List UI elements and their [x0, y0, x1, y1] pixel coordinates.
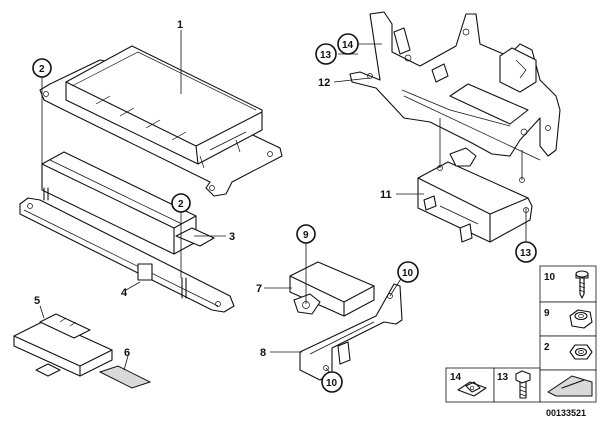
callout-1: 1 [177, 19, 183, 31]
callout-6: 6 [124, 347, 130, 359]
callout-10-circled: 10 [402, 268, 414, 279]
legend-13: 13 [497, 372, 509, 383]
callout-10-circled-b: 10 [326, 378, 338, 389]
callout-11: 11 [380, 189, 392, 201]
callout-13-circled-a: 13 [320, 50, 332, 61]
hex-nut-icon [569, 344, 593, 360]
diagram-id: 00133521 [546, 408, 586, 418]
callout-3: 3 [229, 231, 235, 243]
bolt-icon [515, 370, 531, 399]
legend-14: 14 [450, 372, 462, 383]
sensor-assembly [289, 261, 403, 381]
control-unit-assembly [39, 45, 283, 197]
module-on-rail [19, 151, 235, 313]
callout-2-circled-b: 2 [178, 199, 184, 210]
clip-nut-icon [457, 381, 487, 397]
fastener-legend: 10 9 2 14 13 [445, 265, 597, 403]
callout-5: 5 [34, 295, 40, 307]
callout-14-circled: 14 [342, 40, 354, 51]
legend-2: 2 [544, 342, 550, 353]
wedge-arrow-icon [547, 375, 593, 397]
callout-9-circled: 9 [303, 230, 309, 241]
callout-13-circled-b: 13 [520, 248, 532, 259]
callout-4: 4 [121, 287, 128, 299]
foam-pad [98, 365, 152, 389]
lower-module [417, 147, 533, 243]
upper-bracket-frame [349, 11, 561, 161]
cage-nut-icon [569, 309, 593, 329]
small-control-unit [13, 313, 113, 377]
screw-icon [575, 270, 589, 299]
legend-10: 10 [544, 272, 556, 283]
callout-12: 12 [318, 77, 330, 89]
callout-2-circled-a: 2 [39, 64, 45, 75]
callout-8: 8 [260, 347, 266, 359]
legend-9: 9 [544, 308, 550, 319]
callout-7: 7 [256, 283, 262, 295]
